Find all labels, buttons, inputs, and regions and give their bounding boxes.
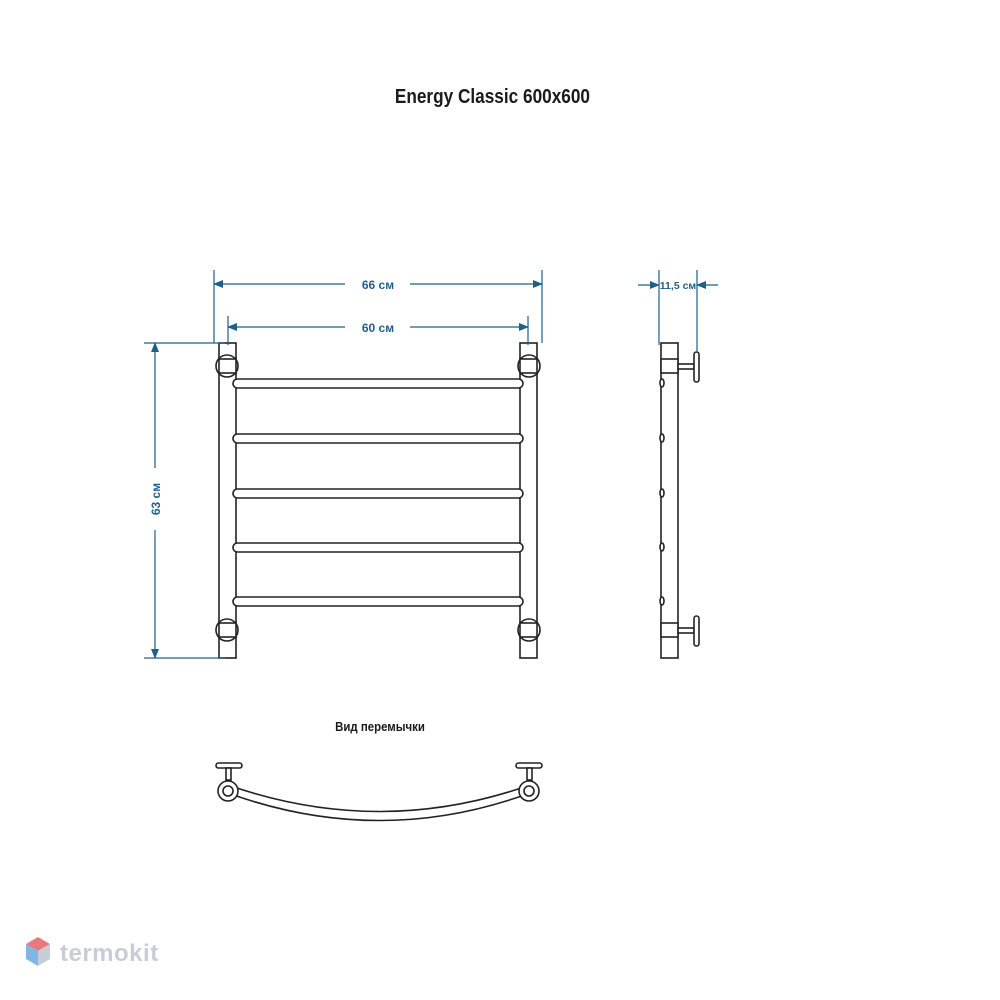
rung xyxy=(232,433,524,444)
lintel-curve-inner xyxy=(227,784,531,813)
side-rung-cap xyxy=(659,542,665,552)
brand-logo-text: termokit xyxy=(60,940,159,967)
dim-depth-label: 11,5 см xyxy=(660,280,697,292)
lintel-left-end xyxy=(215,762,243,802)
lintel-view xyxy=(215,762,543,822)
side-rung-cap xyxy=(659,596,665,606)
mount-bottom-left xyxy=(215,618,239,642)
rung xyxy=(232,542,524,553)
rung xyxy=(232,378,524,389)
side-rung-cap xyxy=(659,488,665,498)
left-pipe xyxy=(218,342,237,659)
side-view xyxy=(659,342,700,659)
lintel-view-label: Вид перемычки xyxy=(335,719,425,734)
side-bracket-top xyxy=(660,351,700,383)
side-bracket-bottom xyxy=(660,615,700,647)
dim-inner-width xyxy=(227,316,529,345)
mount-top-left xyxy=(215,354,239,378)
dim-height xyxy=(144,342,225,659)
diagram-title: Energy Classic 600x600 xyxy=(394,86,590,108)
rung xyxy=(232,596,524,607)
dim-total-width-label: 66 см xyxy=(362,278,394,292)
rungs xyxy=(232,378,524,607)
dim-total-width xyxy=(213,270,543,343)
rung xyxy=(232,488,524,499)
dim-depth xyxy=(638,270,718,352)
right-pipe xyxy=(519,342,538,659)
side-rung-cap xyxy=(659,433,665,443)
side-pipe xyxy=(660,342,679,659)
mount-top-right xyxy=(517,354,541,378)
side-rung-cap xyxy=(659,378,665,388)
dim-inner-width-label: 60 см xyxy=(362,321,394,335)
mount-bottom-right xyxy=(517,618,541,642)
lintel-curve-outer xyxy=(227,792,531,822)
lintel-right-end xyxy=(515,762,543,802)
hexagon-cube-icon xyxy=(26,937,50,966)
dim-height-label: 63 см xyxy=(149,483,163,515)
front-view xyxy=(215,342,541,659)
